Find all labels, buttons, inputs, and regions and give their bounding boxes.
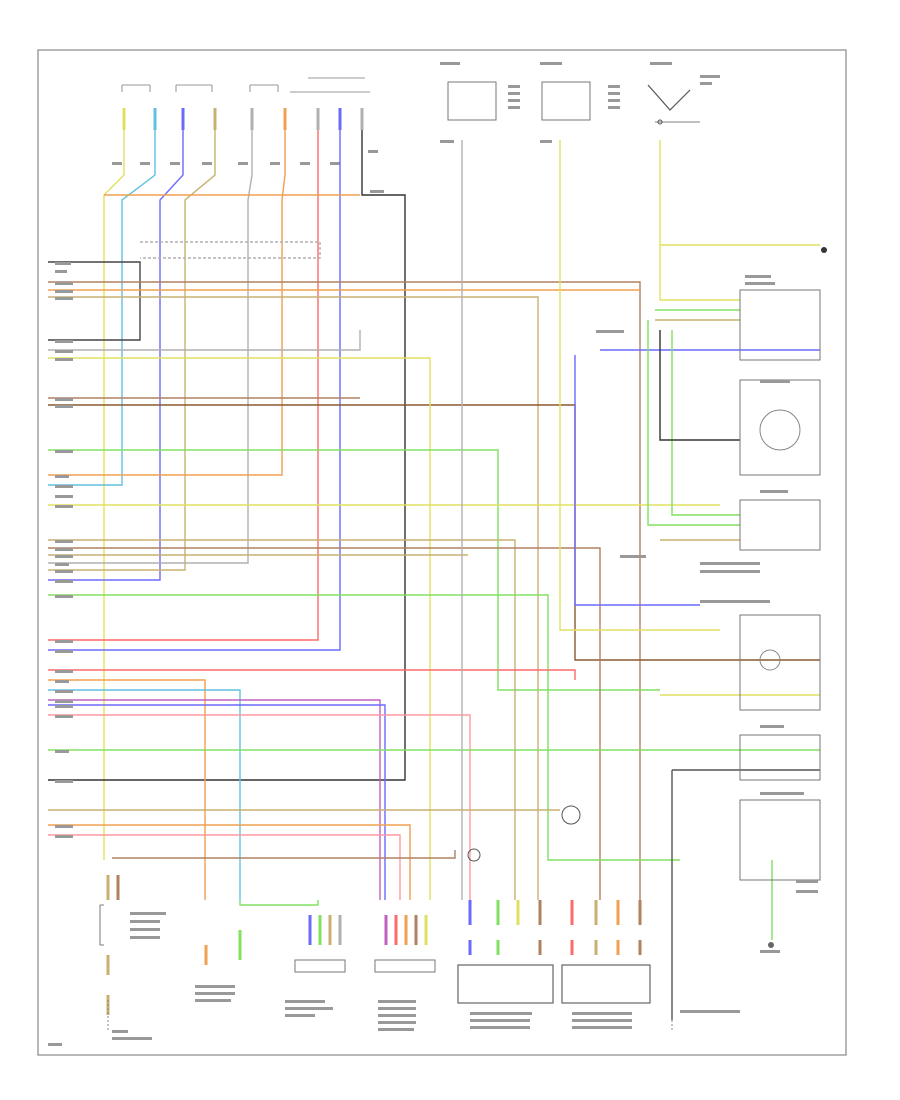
left-pin-labels [55,262,73,838]
bottom-connectors [48,875,673,1046]
right-components [467,247,827,1013]
top-connector-group [112,77,384,193]
diagram-frame [37,49,847,1056]
top-switch-boxes [440,62,720,143]
wire-harness [48,130,820,1020]
